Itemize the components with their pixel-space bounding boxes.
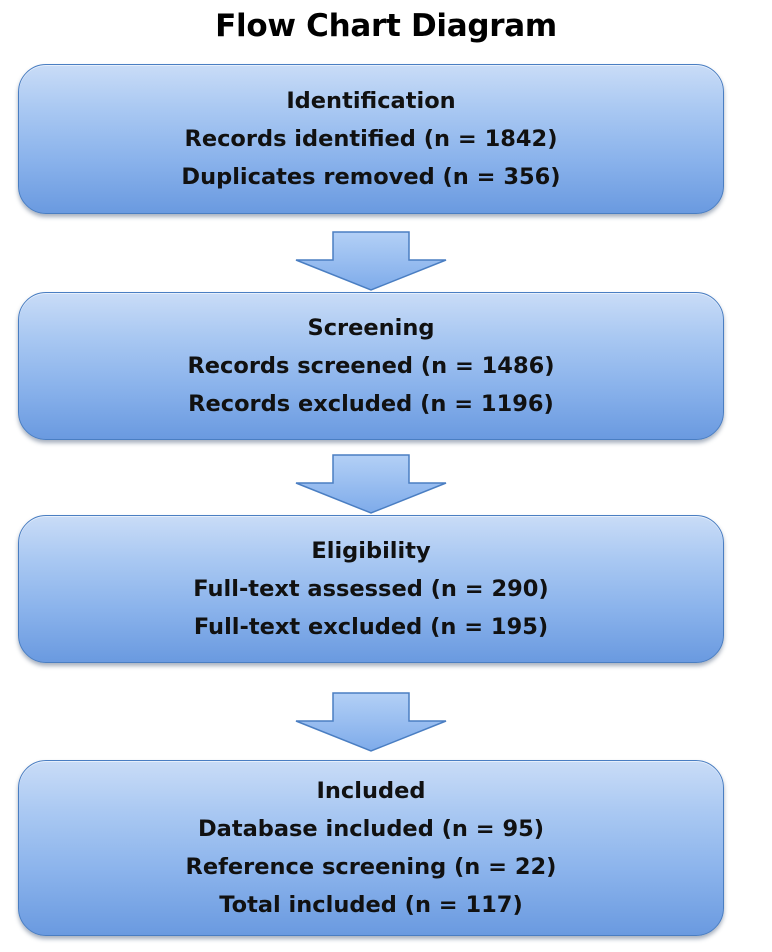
stage-included-box: Included Database included (n = 95) Refe… (18, 760, 724, 936)
stage-line: Records screened (n = 1486) (187, 353, 555, 379)
diagram-title: Flow Chart Diagram (215, 8, 557, 44)
stage-identification-box: Identification Records identified (n = 1… (18, 64, 724, 214)
stage-line: Full-text assessed (n = 290) (193, 576, 549, 602)
stage-line: Records excluded (n = 1196) (188, 391, 554, 417)
down-arrow-2 (295, 454, 447, 514)
stage-heading: Eligibility (311, 538, 431, 564)
stage-heading: Included (316, 778, 426, 804)
stage-eligibility-box: Eligibility Full-text assessed (n = 290)… (18, 515, 724, 663)
stage-line: Reference screening (n = 22) (185, 854, 557, 880)
stage-line: Duplicates removed (n = 356) (181, 164, 561, 190)
stage-heading: Screening (307, 315, 435, 341)
down-arrow-1 (295, 231, 447, 291)
stage-screening-box: Screening Records screened (n = 1486) Re… (18, 292, 724, 440)
stage-heading: Identification (286, 88, 456, 114)
stage-line: Records identified (n = 1842) (184, 126, 558, 152)
stage-line: Total included (n = 117) (219, 892, 523, 918)
stage-line: Full-text excluded (n = 195) (193, 614, 549, 640)
down-arrow-3 (295, 692, 447, 752)
stage-line: Database included (n = 95) (197, 816, 545, 842)
